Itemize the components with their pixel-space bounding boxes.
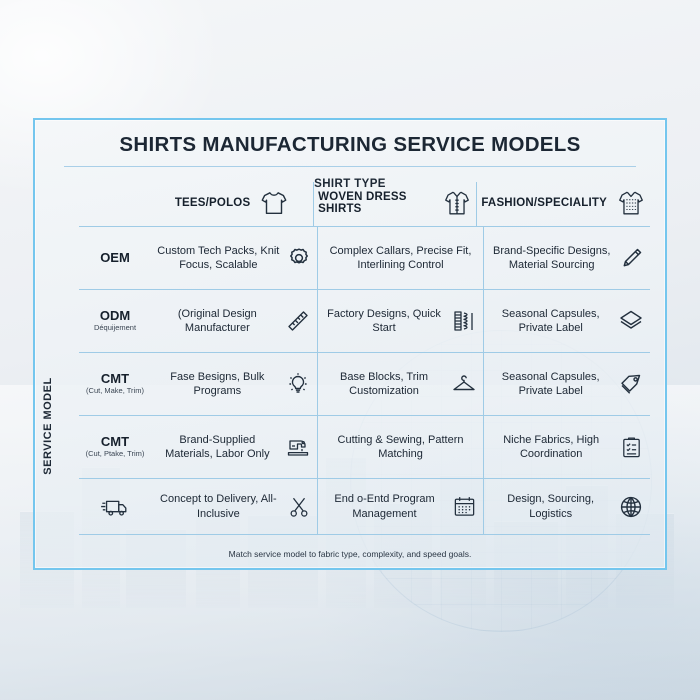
model-sublabel: (Cut, Ptake, Trim) bbox=[85, 449, 145, 459]
cell-odm-fashion: Seasonal Capsules, Private Label bbox=[483, 290, 650, 352]
cell-text: Fase Besigns, Bulk Programs bbox=[170, 370, 265, 397]
service-model-axis-caption: SERVICE MODEL bbox=[42, 377, 54, 475]
column-header-label: FASHION/SPECIALITY bbox=[481, 197, 607, 209]
tshirt-icon bbox=[259, 188, 289, 218]
table-row: CMT (Cut, Ptake, Trim) Brand-Supplied Ma… bbox=[79, 416, 650, 479]
table-row: ODM Déquijement (Original Design Manufac… bbox=[79, 290, 650, 353]
hanger-icon bbox=[451, 371, 477, 397]
model-code: CMT bbox=[100, 371, 130, 387]
delivery-truck-icon bbox=[100, 494, 130, 520]
cell-cmt1-tees: Fase Besigns, Bulk Programs bbox=[151, 353, 317, 415]
column-header-tees-polos: TEES/POLOS bbox=[151, 182, 313, 226]
cell-text: Complex Callars, Precise Fit, Interlinin… bbox=[329, 244, 472, 271]
cell-text: Custom Tech Packs, Knit Focus, Scalable bbox=[157, 244, 280, 271]
row-label-cmt-1: CMT (Cut, Make, Trim) bbox=[79, 353, 151, 415]
title-divider bbox=[64, 166, 636, 167]
infographic-frame: SHIRTS MANUFACTURING SERVICE MODELS SHIR… bbox=[33, 118, 667, 570]
cell-oem-woven: Complex Callars, Precise Fit, Interlinin… bbox=[316, 227, 484, 289]
patterned-shirt-icon bbox=[616, 188, 646, 218]
price-tag-icon bbox=[618, 371, 644, 397]
cell-cmt1-fashion: Seasonal Capsules, Private Label bbox=[483, 353, 650, 415]
lightbulb-icon bbox=[285, 371, 311, 397]
row-label-odm: ODM Déquijement bbox=[79, 290, 151, 352]
column-header-label: TEES/POLOS bbox=[174, 197, 251, 209]
cell-cmt2-tees: Brand-Supplied Materials, Labor Only bbox=[151, 416, 317, 478]
table-row: CMT (Cut, Make, Trim) Fase Besigns, Bulk… bbox=[79, 353, 650, 416]
cell-full-tees: Concept to Delivery, All-Inclusive bbox=[151, 479, 317, 534]
cell-full-fashion: Design, Sourcing, Logistics bbox=[483, 479, 650, 534]
column-header-fashion-speciality: FASHION/SPECIALITY bbox=[476, 182, 650, 226]
fabric-roll-icon bbox=[451, 308, 477, 334]
comparison-table: TEES/POLOS WOVEN DRESS SHIRTS bbox=[79, 182, 650, 535]
footnote: Match service model to fabric type, comp… bbox=[228, 549, 472, 559]
ruler-icon bbox=[285, 308, 311, 334]
pencil-icon bbox=[620, 246, 644, 270]
gear-icon bbox=[287, 246, 311, 270]
model-code: CMT bbox=[100, 434, 130, 450]
dress-shirt-icon bbox=[442, 188, 472, 218]
cell-text: Cutting & Sewing, Pattern Matching bbox=[337, 433, 464, 460]
table-header-row: TEES/POLOS WOVEN DRESS SHIRTS bbox=[79, 182, 650, 227]
cell-text: Seasonal Capsules, Private Label bbox=[501, 307, 600, 334]
header-corner-spacer bbox=[79, 182, 151, 226]
cell-text: Brand-Specific Designs, Material Sourcin… bbox=[492, 244, 611, 271]
cell-cmt1-woven: Base Blocks, Trim Customization bbox=[316, 353, 484, 415]
table-row: OEM Custom Tech Packs, Knit Focus, Scala… bbox=[79, 227, 650, 290]
column-header-woven-dress-shirts: WOVEN DRESS SHIRTS bbox=[313, 182, 476, 226]
cell-text: Concept to Delivery, All-Inclusive bbox=[160, 493, 277, 520]
cell-full-woven: End o-Entd Program Management bbox=[316, 479, 484, 534]
cell-text: End o-Entd Program Management bbox=[334, 493, 435, 520]
cell-text: Seasonal Capsules, Private Label bbox=[501, 370, 600, 397]
calendar-icon bbox=[452, 494, 477, 519]
cell-odm-tees: (Original Design Manufacturer bbox=[151, 290, 317, 352]
model-code: ODM bbox=[99, 308, 131, 324]
row-label-cmt-2: CMT (Cut, Ptake, Trim) bbox=[79, 416, 151, 478]
cell-text: Niche Fabrics, High Coordination bbox=[503, 433, 600, 460]
cell-cmt2-fashion: Niche Fabrics, High Coordination bbox=[483, 416, 650, 478]
clipboard-checklist-icon bbox=[619, 435, 644, 460]
cell-odm-woven: Factory Designs, Quick Start bbox=[316, 290, 484, 352]
cell-text: Base Blocks, Trim Customization bbox=[339, 370, 429, 397]
table-row: Concept to Delivery, All-Inclusive End o… bbox=[79, 479, 650, 535]
shirt-type-caption: SHIRT TYPE bbox=[314, 178, 386, 190]
row-label-oem: OEM bbox=[79, 227, 151, 289]
scissors-icon bbox=[287, 495, 311, 519]
globe-icon bbox=[618, 494, 644, 520]
page-title: SHIRTS MANUFACTURING SERVICE MODELS bbox=[119, 133, 581, 156]
cell-text: (Original Design Manufacturer bbox=[177, 307, 257, 334]
cell-oem-fashion: Brand-Specific Designs, Material Sourcin… bbox=[483, 227, 650, 289]
fabric-swatch-icon bbox=[618, 308, 644, 334]
cell-oem-tees: Custom Tech Packs, Knit Focus, Scalable bbox=[151, 227, 317, 289]
cell-text: Design, Sourcing, Logistics bbox=[507, 493, 595, 520]
sewing-machine-icon bbox=[285, 434, 311, 460]
model-code: OEM bbox=[100, 249, 130, 265]
model-sublabel: (Cut, Make, Trim) bbox=[86, 386, 144, 396]
cell-text: Brand-Supplied Materials, Labor Only bbox=[165, 433, 270, 460]
cell-cmt2-woven: Cutting & Sewing, Pattern Matching bbox=[316, 416, 484, 478]
cell-text: Factory Designs, Quick Start bbox=[327, 307, 441, 334]
column-header-label: WOVEN DRESS SHIRTS bbox=[318, 191, 407, 215]
row-label-full-service bbox=[79, 479, 151, 534]
model-sublabel: Déquijement bbox=[93, 323, 137, 333]
